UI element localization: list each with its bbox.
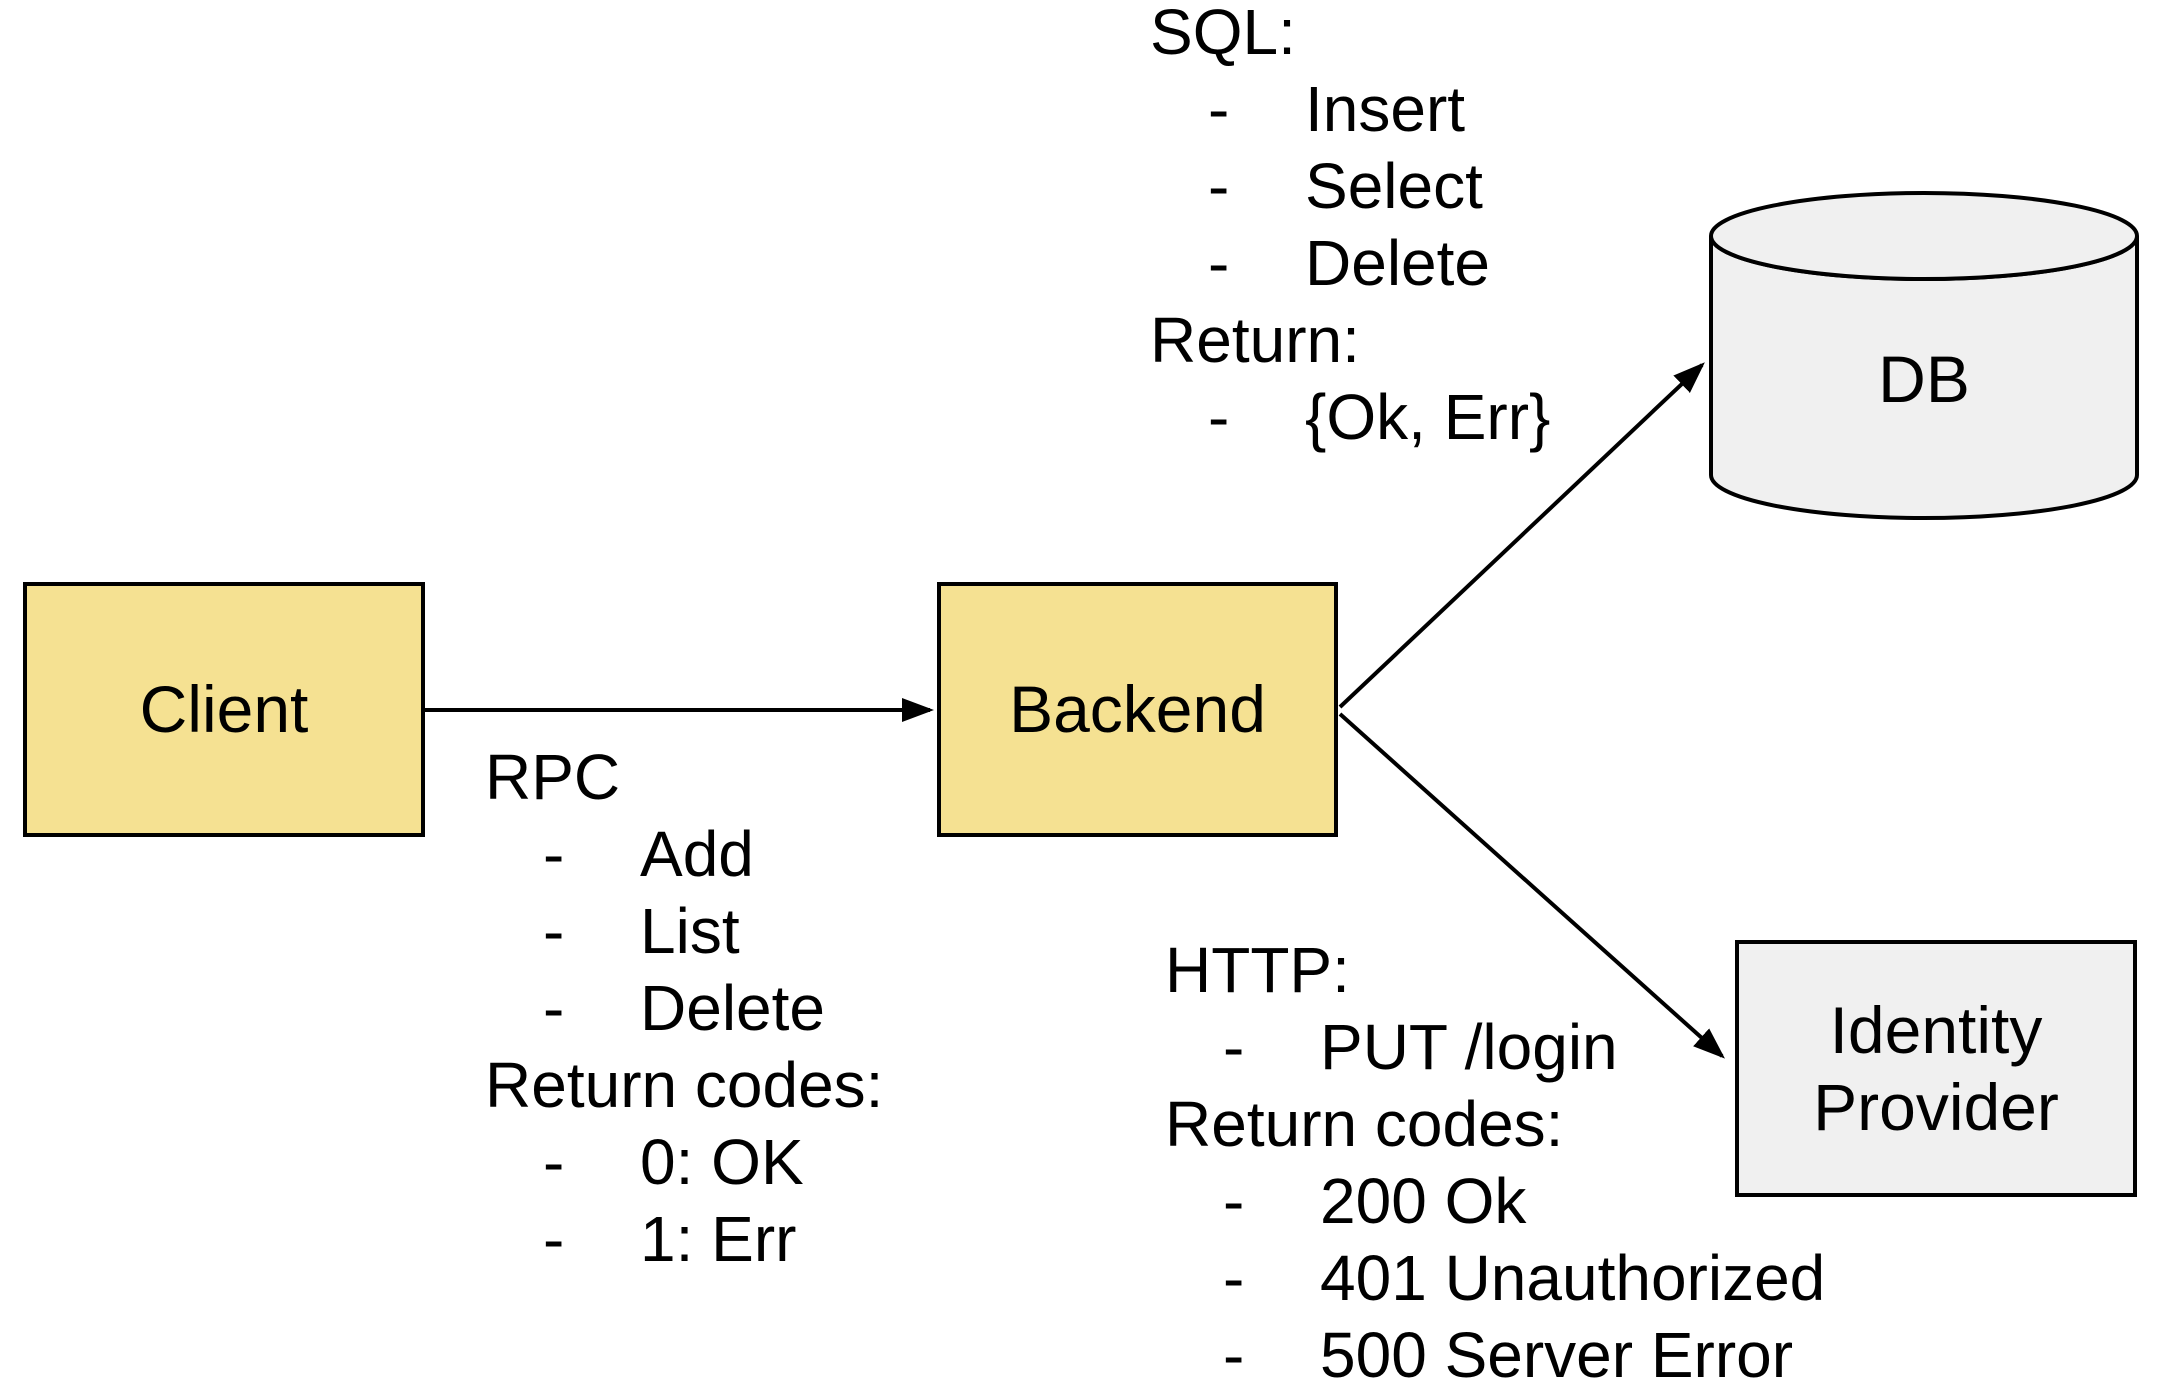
note-line-text: PUT /login xyxy=(1320,1011,1618,1083)
note-line: - 200 Ok xyxy=(1165,1163,1825,1240)
note-line: - Add xyxy=(485,816,883,893)
node-client: Client xyxy=(23,582,425,837)
bullet-dash: - xyxy=(543,1126,565,1198)
edge-backend-db-arrow xyxy=(1338,362,1705,709)
node-backend: Backend xyxy=(937,582,1338,837)
note-line-text: {Ok, Err} xyxy=(1305,381,1551,453)
note-line: - List xyxy=(485,893,883,970)
note-line: Return: xyxy=(1150,304,1360,376)
sql-note: SQL: - Insert - Select - Delete Return: - {O… xyxy=(1150,0,1550,456)
http-note: HTTP: -PUT /login Return codes: -200 Ok … xyxy=(1165,932,1825,1394)
note-line-text: 0: OK xyxy=(640,1126,804,1198)
bullet-dash: - xyxy=(1208,381,1230,453)
node-db xyxy=(1709,191,2139,520)
bullet-dash: - xyxy=(1223,1319,1245,1391)
note-line: - {Ok, Err} xyxy=(1150,379,1550,456)
note-line: - Delete xyxy=(1150,225,1550,302)
note-line-text: 1: Err xyxy=(640,1203,797,1275)
note-line-text: Delete xyxy=(1305,227,1490,299)
note-line-text: 401 Unauthorized xyxy=(1320,1242,1826,1314)
note-line: - 1: Err xyxy=(485,1201,883,1278)
bullet-dash: - xyxy=(543,972,565,1044)
note-line: - Select xyxy=(1150,148,1550,225)
note-line: HTTP: xyxy=(1165,934,1350,1006)
note-line: Return codes: xyxy=(485,1049,884,1121)
note-line-text: List xyxy=(640,895,740,967)
note-line: - Insert xyxy=(1150,71,1550,148)
note-line-text: Delete xyxy=(640,972,825,1044)
note-line-text: Insert xyxy=(1305,73,1466,145)
note-line: - 0: OK xyxy=(485,1124,883,1201)
bullet-dash: - xyxy=(1208,227,1230,299)
node-identity-provider: Identity Provider xyxy=(1735,940,2137,1197)
bullet-dash: - xyxy=(1208,73,1230,145)
rpc-note: RPC - Add - List - Delete Return codes: - 0:… xyxy=(485,739,883,1278)
bullet-dash: - xyxy=(1223,1165,1245,1237)
edge-backend-idp-arrow xyxy=(1338,712,1725,1059)
db-label: DB xyxy=(1878,342,1970,416)
bullet-dash: - xyxy=(543,1203,565,1275)
db-cylinder-top xyxy=(1709,191,2139,281)
bullet-dash: - xyxy=(543,895,565,967)
note-line: RPC xyxy=(485,741,621,813)
bullet-dash: - xyxy=(1223,1011,1245,1083)
note-line: - Delete xyxy=(485,970,883,1047)
note-line-text: 200 Ok xyxy=(1320,1165,1527,1237)
note-line: - 500 Server Error xyxy=(1165,1317,1825,1394)
backend-label: Backend xyxy=(1009,672,1266,746)
note-line-text: 500 Server Error xyxy=(1320,1319,1794,1391)
note-line: - 401 Unauthorized xyxy=(1165,1240,1825,1317)
identity-provider-label: Identity Provider xyxy=(1813,992,2059,1144)
note-line-text: Add xyxy=(640,818,754,890)
client-label: Client xyxy=(139,672,309,746)
note-line: - PUT /login xyxy=(1165,1009,1825,1086)
note-line-text: Select xyxy=(1305,150,1483,222)
note-line: SQL: xyxy=(1150,0,1296,68)
bullet-dash: - xyxy=(543,818,565,890)
bullet-dash: - xyxy=(1223,1242,1245,1314)
bullet-dash: - xyxy=(1208,150,1230,222)
note-line: Return codes: xyxy=(1165,1088,1564,1160)
